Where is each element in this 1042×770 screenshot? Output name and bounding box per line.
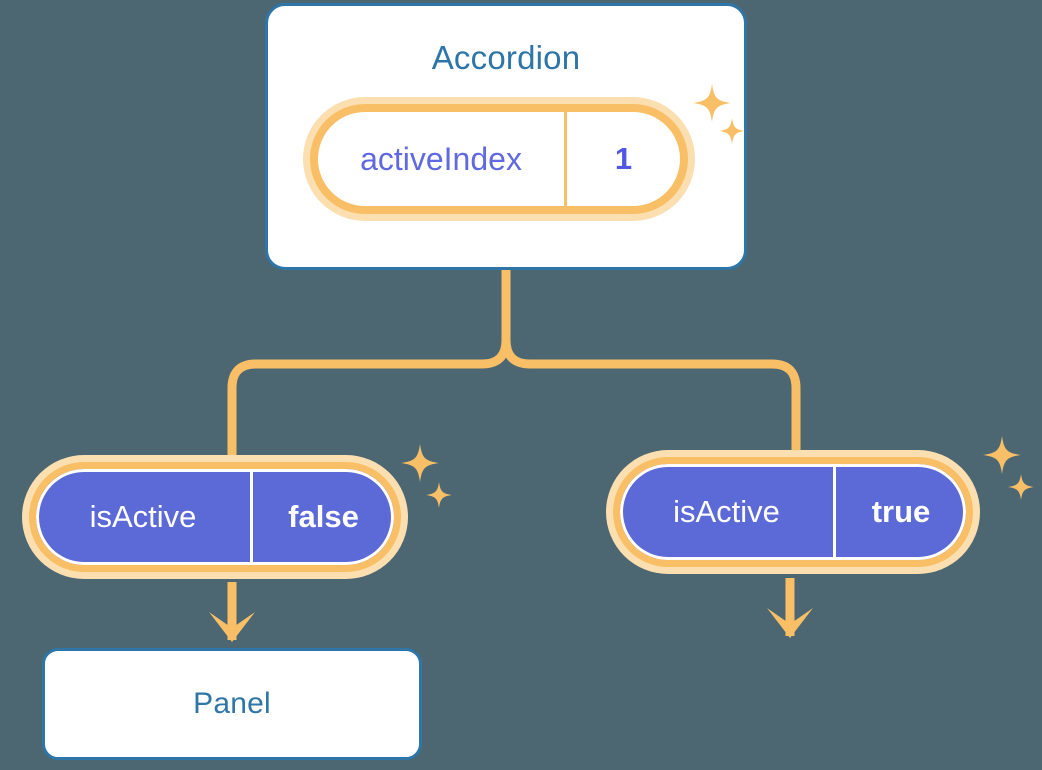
- state-pill-value: true: [871, 494, 931, 529]
- state-pill-value: false: [288, 499, 359, 534]
- four-point-star-small-icon: [426, 482, 452, 508]
- four-point-star-icon: [983, 436, 1021, 474]
- state-pill-key: isActive: [620, 464, 836, 560]
- state-pill-key: isActive: [36, 469, 253, 565]
- panel-title-left: Panel: [193, 687, 271, 720]
- arrow-down-icon-left: [209, 582, 255, 642]
- state-pill-isactive-false[interactable]: isActive false: [22, 455, 408, 579]
- state-pill-key: activeIndex: [318, 112, 567, 206]
- state-pill-value: 1: [614, 141, 633, 176]
- branch-connector-icon: [501, 265, 801, 457]
- state-pill-body: activeIndex 1: [310, 104, 688, 214]
- state-pill-body: isActive true: [613, 457, 973, 567]
- panel-card-left[interactable]: Panel: [42, 648, 422, 760]
- state-pill-isactive-true[interactable]: isActive true: [606, 450, 980, 574]
- sparkle-group-right: [982, 434, 1042, 514]
- branch-connector-left-icon: [227, 335, 511, 463]
- state-pill-activeindex[interactable]: activeIndex 1: [303, 97, 695, 221]
- arrow-down-icon-right: [767, 578, 813, 638]
- four-point-star-icon: [401, 444, 439, 482]
- four-point-star-small-icon: [1008, 474, 1034, 500]
- state-pill-body: isActive false: [29, 462, 401, 572]
- page-title-accordion: Accordion: [431, 39, 581, 76]
